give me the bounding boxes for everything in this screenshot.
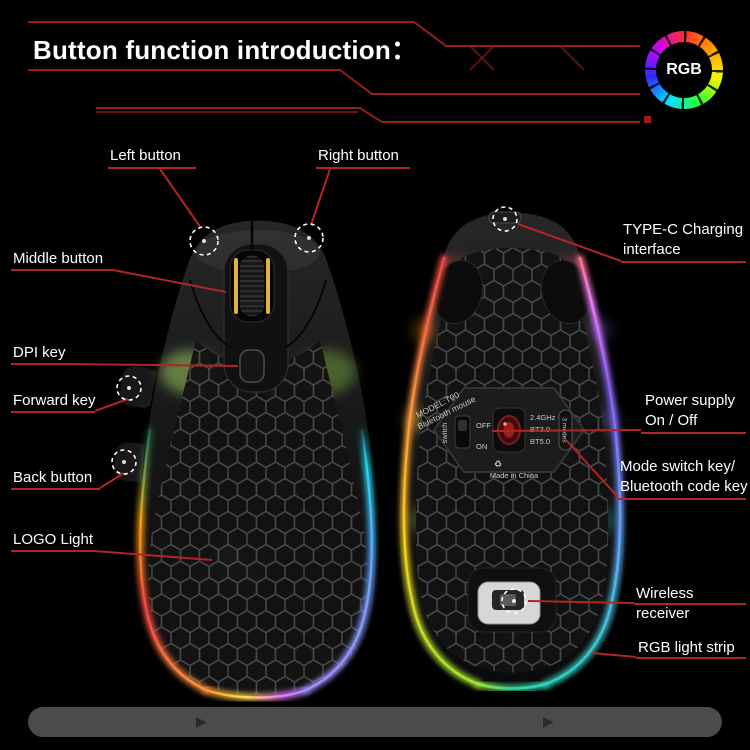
recycle-icon: ♻ bbox=[494, 459, 502, 469]
scroll-wheel bbox=[238, 254, 266, 318]
honeycomb-shell bbox=[148, 340, 368, 694]
carousel-bar: ▶ ▶ bbox=[28, 707, 722, 737]
mode-24g-label: 2.4GHz bbox=[530, 413, 556, 422]
callout-type-c-line2: interface bbox=[623, 240, 681, 258]
callout-dpi-key: DPI key bbox=[13, 344, 66, 361]
switch-off-label: OFF bbox=[476, 421, 491, 430]
callout-right-button: Right button bbox=[318, 147, 399, 164]
switch-label: switch bbox=[440, 423, 449, 444]
mode-bt3-label: BT3.0 bbox=[530, 425, 550, 434]
callout-power-line1: Power supply bbox=[645, 392, 736, 409]
callout-left-button: Left button bbox=[110, 147, 181, 164]
callout-forward-key: Forward key bbox=[13, 392, 96, 409]
rgb-rim-top-view bbox=[136, 426, 376, 701]
rgb-rim-bottom-view bbox=[400, 254, 624, 692]
callout-mode-line2: Bluetooth code key bbox=[620, 477, 748, 495]
made-in-text: Made in China bbox=[490, 471, 539, 480]
carousel-play-icon[interactable]: ▶ bbox=[543, 713, 554, 730]
switch-on-label: ON bbox=[476, 442, 487, 451]
wheel-accent-left bbox=[234, 258, 238, 314]
callout-power-supply: Power supply On / Off bbox=[645, 391, 745, 430]
header-decoration bbox=[28, 21, 651, 123]
page-title: Button function introduction： bbox=[33, 35, 418, 65]
callout-lines bbox=[11, 167, 746, 659]
mouse-top-view bbox=[112, 219, 378, 701]
callout-mode-switch: Mode switch key/ Bluetooth code key bbox=[620, 457, 750, 496]
callout-middle-button: Middle button bbox=[13, 250, 104, 267]
callout-power-line2: On / Off bbox=[645, 411, 698, 429]
carousel-play-icon[interactable]: ▶ bbox=[196, 713, 207, 730]
wheel-accent-right bbox=[266, 258, 270, 314]
callout-rgb-light-strip: RGB light strip bbox=[638, 639, 735, 656]
callout-type-c-line1: TYPE-C Charging bbox=[623, 221, 744, 238]
callout-logo-light: LOGO Light bbox=[13, 531, 94, 548]
callout-mode-line1: Mode switch key/ bbox=[620, 458, 736, 475]
callout-wireless-receiver: Wireless receiver bbox=[636, 585, 694, 622]
callout-back-button: Back button bbox=[13, 469, 93, 486]
mode-bt5-label: BT5.0 bbox=[530, 437, 550, 446]
callout-type-c: TYPE-C Charging interface bbox=[623, 220, 745, 259]
dpi-button bbox=[239, 349, 265, 383]
rgb-label: RGB bbox=[666, 61, 702, 78]
target-markers bbox=[111, 206, 527, 614]
rgb-ring-badge: RGB bbox=[645, 31, 723, 109]
mouse-bottom-view: MODEL:T90 Bluetooth mouse switch OFF ON … bbox=[398, 211, 626, 692]
